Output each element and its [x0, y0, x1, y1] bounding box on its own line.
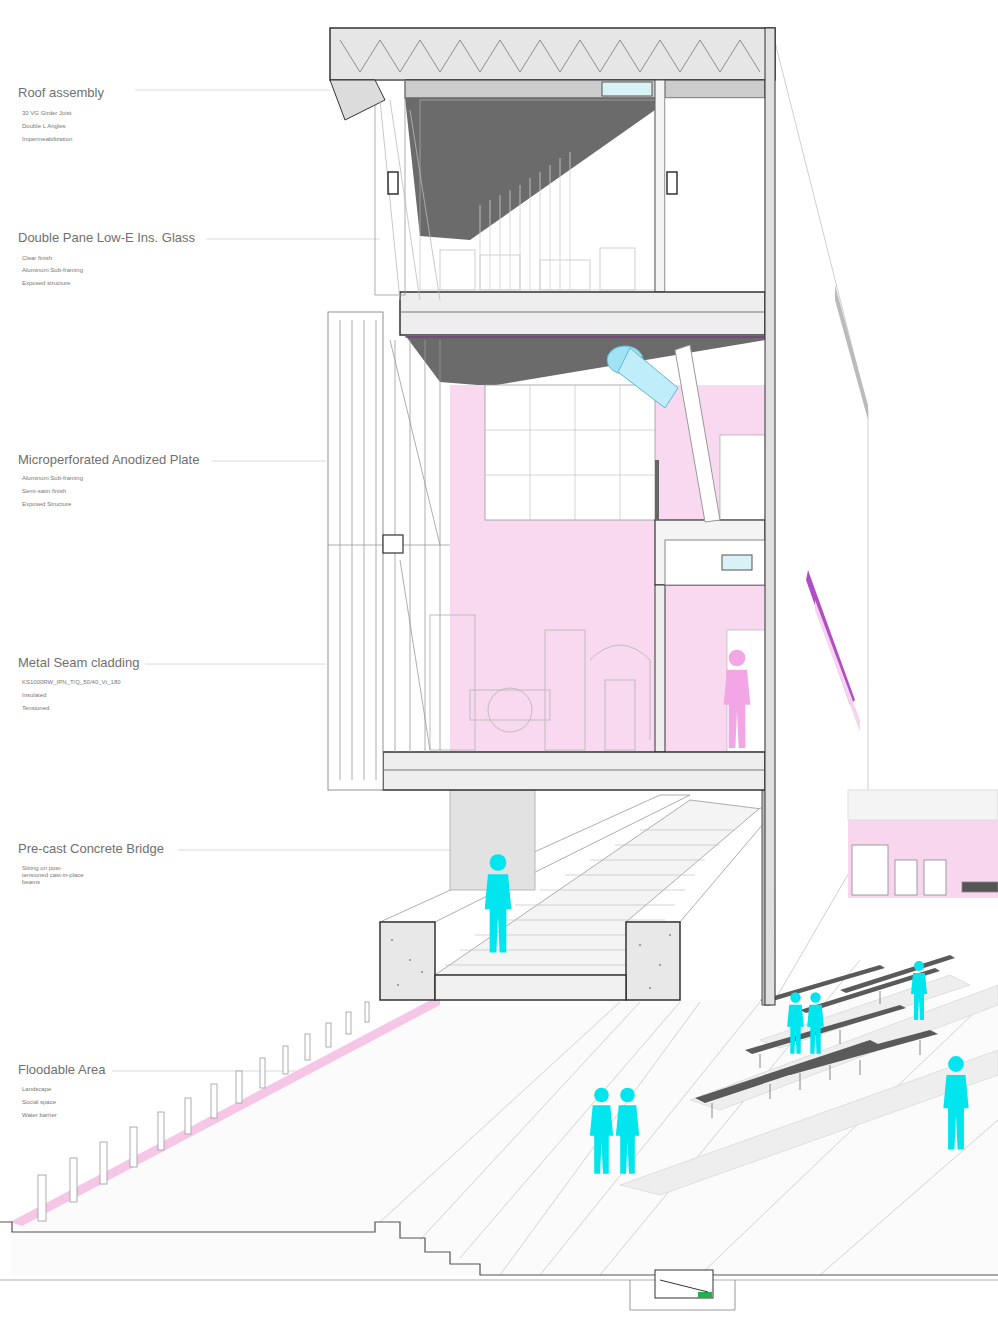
- component-note: KS1000RW_IPN_T/Q_50/40_Vt_180: [20, 679, 123, 686]
- component-heading: Double Pane Low-E Ins. Glass: [16, 231, 197, 246]
- component-note: Double L Angles: [20, 123, 67, 130]
- component-note: Landscape: [20, 1086, 53, 1093]
- paving-bands: [620, 975, 998, 1195]
- facade: [328, 80, 677, 790]
- component-heading: Roof assembly: [16, 86, 106, 101]
- component-note: Clear finish: [20, 255, 54, 262]
- barrier-posts: [38, 1002, 369, 1221]
- ground-section: [0, 1222, 998, 1323]
- concrete-bridge: [380, 795, 775, 1000]
- component-note: Social space: [20, 1099, 58, 1106]
- component-heading: Microperforated Anodized Plate: [16, 453, 201, 468]
- component-note: Impermeabilization: [20, 136, 74, 143]
- people: [485, 854, 969, 1174]
- wall-panel: [815, 600, 860, 732]
- component-heading: Pre-cast Concrete Bridge: [16, 842, 166, 857]
- component-note: Aluminum Sub-framing: [20, 267, 85, 274]
- component-note: Water barrier: [20, 1112, 59, 1119]
- pink-barrier: [10, 995, 440, 1226]
- component-note: Exposed Structure: [20, 501, 73, 508]
- component-note: 30 VG Girder Joist: [20, 110, 73, 117]
- component-note: Insulated: [20, 692, 48, 699]
- component-note: Sitting on post-tensioned cast-in-place …: [20, 865, 86, 886]
- back-doors: [852, 845, 998, 895]
- component-note: Tensioned: [20, 705, 51, 712]
- wall-slit: [806, 570, 855, 705]
- component-note: Exposed structure: [20, 280, 72, 287]
- back-wall-top: [848, 790, 998, 820]
- back-wall: [848, 820, 998, 898]
- component-note: Aluminum Sub-framing: [20, 475, 85, 482]
- person-figure: [724, 650, 751, 748]
- benches: [695, 955, 955, 1103]
- slope-lines: [380, 960, 998, 1275]
- wall-slit: [835, 285, 868, 420]
- component-heading: Floodable Area: [16, 1063, 107, 1078]
- component-heading: Metal Seam cladding: [16, 656, 141, 671]
- building-frame: [330, 28, 775, 1005]
- bench-legs: [712, 991, 920, 1118]
- component-note: Semi-satin finish: [20, 488, 68, 495]
